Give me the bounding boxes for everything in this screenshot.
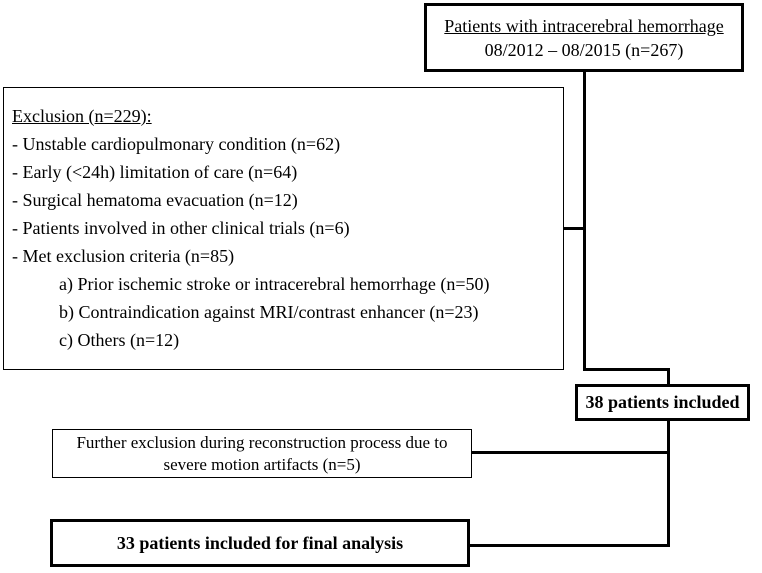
final-analysis-box: 33 patients included for final analysis bbox=[50, 519, 470, 567]
final-analysis-label: 33 patients included for final analysis bbox=[116, 532, 404, 553]
connector-further-exclusion bbox=[472, 451, 670, 454]
exclusion-box: Exclusion (n=229): - Unstable cardiopulm… bbox=[3, 87, 564, 370]
exclusion-item: - Early (<24h) limitation of care (n=64) bbox=[12, 162, 298, 182]
further-exclusion-box: Further exclusion during reconstruction … bbox=[52, 429, 472, 478]
connector-final-analysis bbox=[470, 544, 670, 547]
exclusion-item: - Surgical hematoma evacuation (n=12) bbox=[12, 190, 298, 210]
exclusion-sub-item: b) Contraindication against MRI/contrast… bbox=[59, 302, 479, 322]
further-exclusion-line2: severe motion artifacts (n=5) bbox=[163, 455, 361, 474]
enrollment-title: Patients with intracerebral hemorrhage bbox=[444, 16, 724, 36]
exclusion-item: - Unstable cardiopulmonary condition (n=… bbox=[12, 134, 341, 154]
included-label: 38 patients included bbox=[585, 392, 740, 412]
exclusion-sub-item: c) Others (n=12) bbox=[59, 330, 180, 350]
connector-horizontal-to-included bbox=[583, 368, 670, 371]
connector-vertical-bottom bbox=[667, 421, 670, 547]
connector-vertical-top bbox=[583, 72, 586, 371]
further-exclusion-line1: Further exclusion during reconstruction … bbox=[76, 433, 448, 452]
exclusion-item: - Met exclusion criteria (n=85) bbox=[12, 246, 235, 266]
enrollment-box: Patients with intracerebral hemorrhage 0… bbox=[424, 3, 744, 72]
exclusion-sub-item: a) Prior ischemic stroke or intracerebra… bbox=[59, 274, 490, 294]
connector-exclusion-tick bbox=[563, 227, 583, 230]
included-box: 38 patients included bbox=[575, 384, 750, 421]
enrollment-subtitle: 08/2012 – 08/2015 (n=267) bbox=[484, 40, 684, 60]
exclusion-title: Exclusion (n=229): bbox=[12, 106, 152, 126]
connector-vertical-into-included bbox=[667, 368, 670, 384]
exclusion-item: - Patients involved in other clinical tr… bbox=[12, 218, 350, 238]
